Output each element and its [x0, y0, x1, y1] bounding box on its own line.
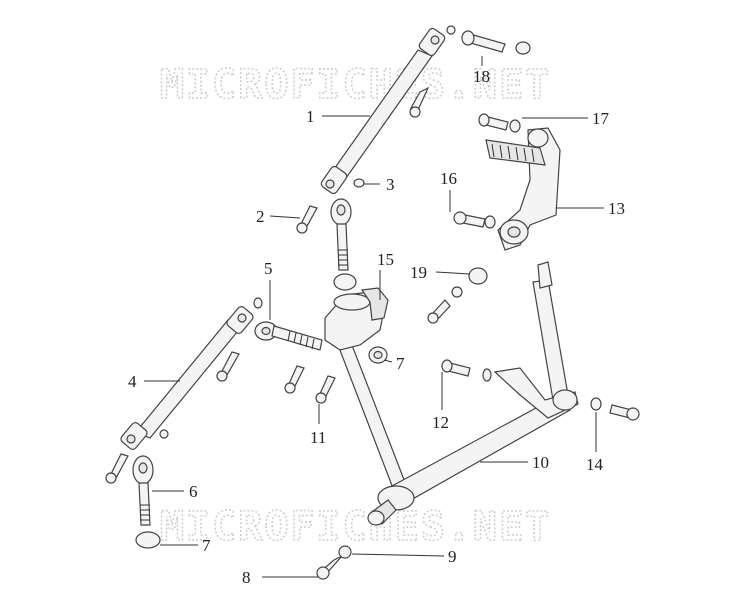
rod-end-6 [132, 455, 161, 549]
nut-7-lower [135, 531, 161, 549]
callout-1: 1 [306, 107, 315, 126]
rod-1 [320, 27, 446, 195]
callout-14: 14 [586, 455, 604, 474]
eye-bolt-upper [330, 198, 357, 291]
pivot-15 [324, 287, 389, 364]
bracket-13 [485, 127, 561, 289]
callout-18: 18 [473, 67, 490, 86]
leader-lines [144, 56, 604, 578]
callout-12: 12 [432, 413, 449, 432]
callout-6: 6 [189, 482, 198, 501]
callout-2: 2 [256, 207, 265, 226]
callouts: 1 2 3 4 5 6 7 7 8 9 10 11 12 13 14 15 16… [128, 67, 625, 587]
watermark-bottom: MICROFICHES.NET [160, 504, 551, 550]
hardware [105, 25, 640, 580]
callout-16: 16 [440, 169, 457, 188]
callout-7-lower: 7 [202, 536, 211, 555]
callout-5: 5 [264, 259, 273, 278]
callout-8: 8 [242, 568, 251, 587]
callout-13: 13 [608, 199, 625, 218]
callout-7-center: 7 [396, 354, 405, 373]
watermark-top: MICROFICHES.NET [160, 62, 551, 108]
callout-15: 15 [377, 250, 394, 269]
callout-10: 10 [532, 453, 549, 472]
callout-4: 4 [128, 372, 137, 391]
callout-3: 3 [386, 175, 395, 194]
callout-19: 19 [410, 263, 427, 282]
rod-end-5 [254, 321, 323, 351]
callout-17: 17 [592, 109, 610, 128]
callout-11: 11 [310, 428, 326, 447]
rod-4 [120, 306, 254, 450]
callout-9: 9 [448, 547, 457, 566]
